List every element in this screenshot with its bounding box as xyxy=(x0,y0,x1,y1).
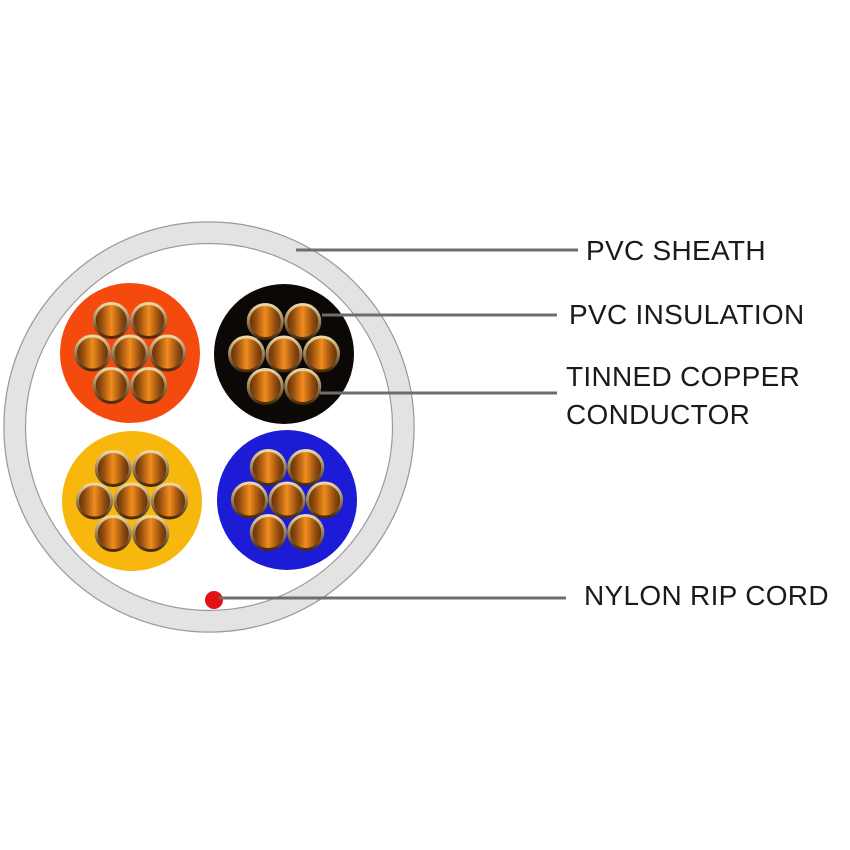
core-yellow xyxy=(62,431,202,571)
label-pvc-insulation: PVC INSULATION xyxy=(569,299,805,330)
core-black xyxy=(214,284,354,424)
core-blue xyxy=(217,430,357,570)
core-orange xyxy=(60,283,200,423)
nylon-rip-cord-dot xyxy=(205,591,223,609)
label-pvc-sheath: PVC SHEATH xyxy=(586,235,766,266)
sheath-inner-edge xyxy=(24,242,394,612)
pvc-sheath-ring xyxy=(3,221,415,633)
label-tinned-copper-conductor: TINNED COPPER CONDUCTOR xyxy=(566,361,801,430)
label-nylon-rip-cord: NYLON RIP CORD xyxy=(584,580,829,611)
sheath-band xyxy=(4,222,414,632)
